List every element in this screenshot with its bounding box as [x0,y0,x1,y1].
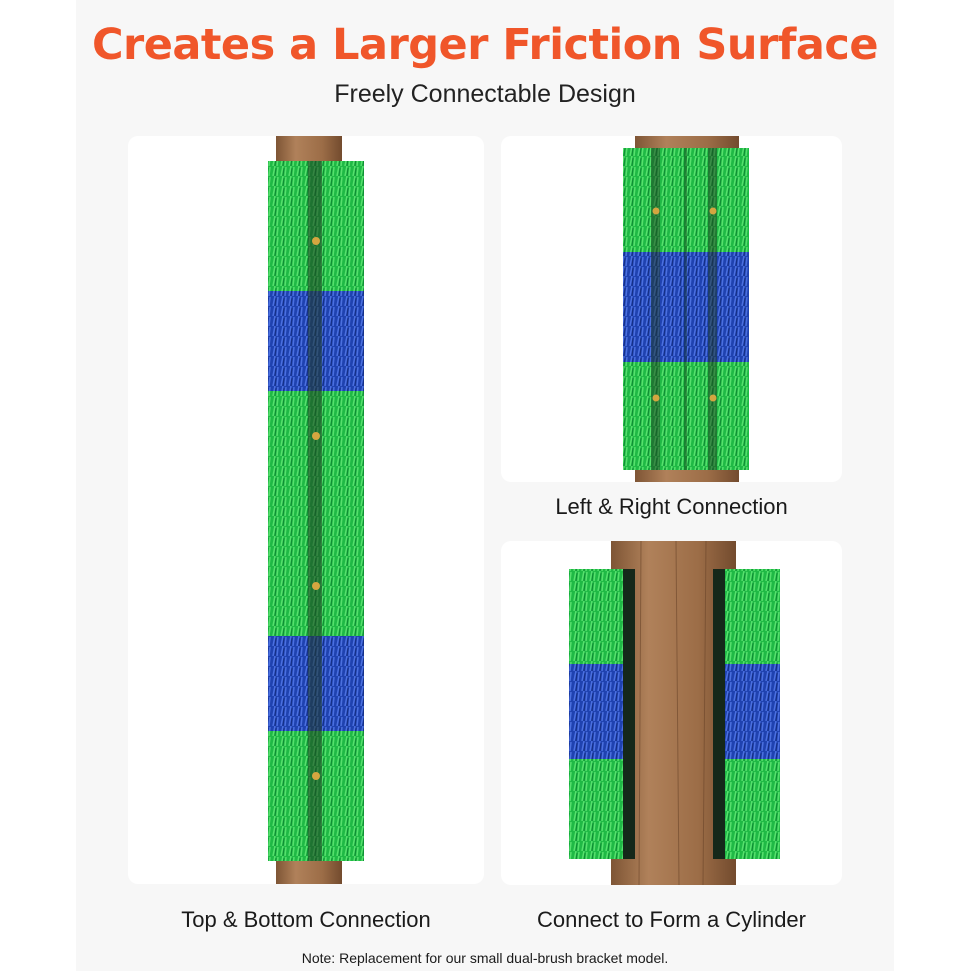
right-brush [713,569,780,859]
replacement-note: Note: Replacement for our small dual-bru… [301,950,669,966]
page-title: Creates a Larger Friction Surface [91,20,879,70]
top-bottom-image [128,136,484,884]
caption-left-right: Left & Right Connection [555,494,788,519]
caption-top-bottom: Top & Bottom Connection [181,907,431,932]
left-brush [569,569,635,859]
left-right-image [501,136,842,482]
caption-cylinder: Connect to Form a Cylinder [537,907,806,932]
page-subtitle: Freely Connectable Design [334,80,636,108]
cylinder-image [501,541,842,885]
brush-stack [268,161,364,861]
